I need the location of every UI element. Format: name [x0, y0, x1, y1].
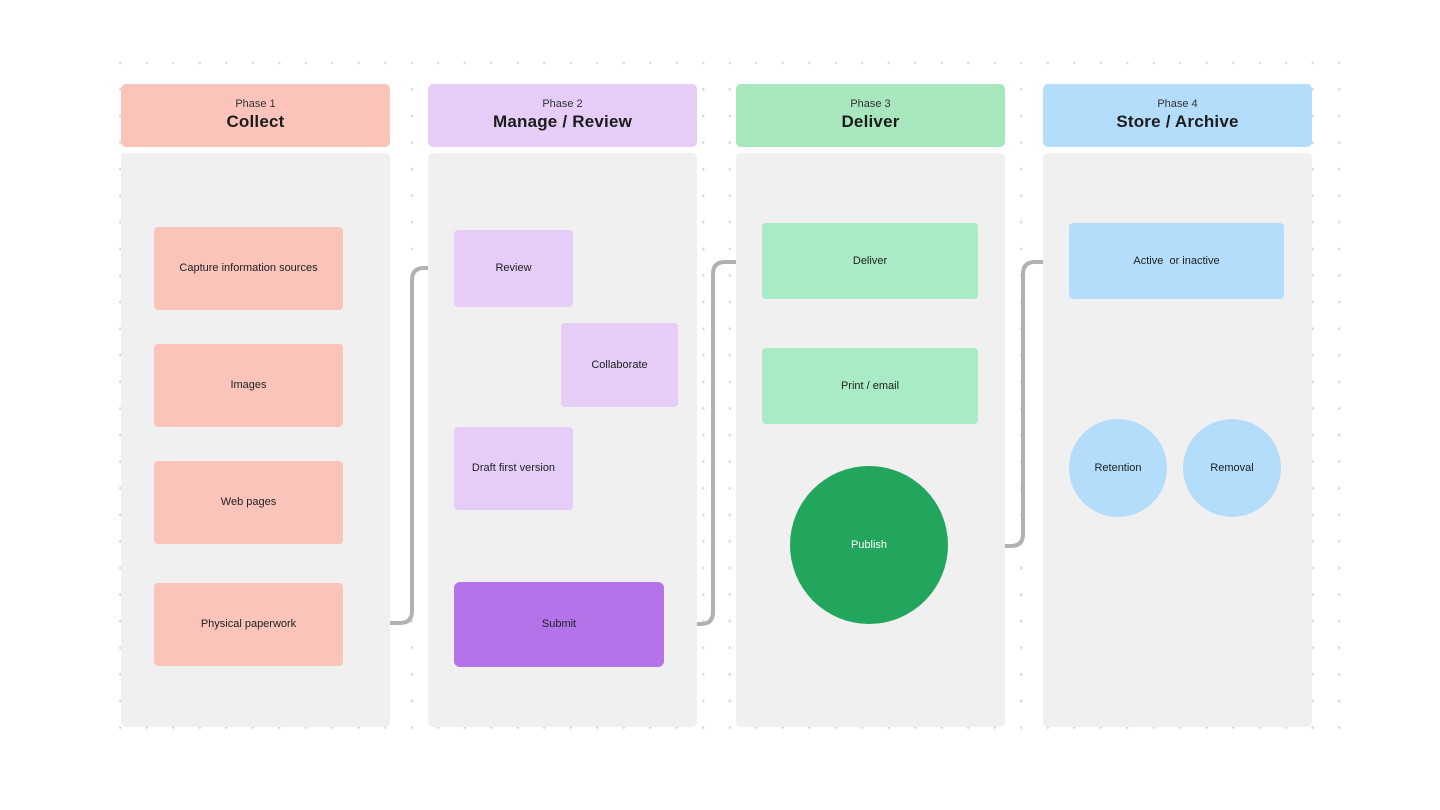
node-label: Images	[230, 379, 267, 392]
node-label: Submit	[541, 618, 577, 631]
node-label: Draft first version	[471, 462, 556, 475]
node-active-or-inactive[interactable]: Active or inactive	[1069, 223, 1284, 299]
phase-3-header[interactable]: Phase 3 Deliver	[736, 84, 1005, 147]
node-label: Collaborate	[591, 358, 648, 371]
node-label: Retention	[1094, 461, 1142, 474]
node-retention[interactable]: Retention	[1069, 419, 1167, 517]
node-label: Removal	[1210, 461, 1254, 474]
node-label: Deliver	[852, 254, 888, 267]
node-collaborate[interactable]: Collaborate	[561, 323, 678, 407]
node-removal[interactable]: Removal	[1183, 419, 1281, 517]
node-deliver[interactable]: Deliver	[762, 223, 978, 299]
node-images[interactable]: Images	[154, 344, 343, 427]
node-label: Print / email	[840, 379, 900, 392]
phase-4-header[interactable]: Phase 4 Store / Archive	[1043, 84, 1312, 147]
node-label: Physical paperwork	[200, 618, 297, 631]
node-print-email[interactable]: Print / email	[762, 348, 978, 424]
node-capture-information-sources[interactable]: Capture information sources	[154, 227, 343, 310]
phase-1-title: Collect	[226, 112, 285, 132]
phase-2-title: Manage / Review	[492, 112, 633, 132]
node-review[interactable]: Review	[454, 230, 573, 307]
phase-4-label: Phase 4	[1157, 98, 1198, 111]
node-label: Review	[495, 262, 532, 275]
phase-2-header[interactable]: Phase 2 Manage / Review	[428, 84, 697, 147]
phase-2-label: Phase 2	[542, 98, 583, 111]
node-publish[interactable]: Publish	[790, 466, 948, 624]
phase-1-label: Phase 1	[235, 98, 276, 111]
node-web-pages[interactable]: Web pages	[154, 461, 343, 544]
phase-4-title: Store / Archive	[1116, 112, 1239, 132]
node-label: Active or inactive	[1133, 254, 1220, 267]
node-label: Publish	[850, 538, 888, 551]
phase-3-label: Phase 3	[850, 98, 891, 111]
phase-1-header[interactable]: Phase 1 Collect	[121, 84, 390, 147]
node-label: Capture information sources	[179, 262, 318, 275]
node-physical-paperwork[interactable]: Physical paperwork	[154, 583, 343, 666]
node-submit[interactable]: Submit	[454, 582, 664, 667]
node-draft-first-version[interactable]: Draft first version	[454, 427, 573, 510]
node-label: Web pages	[220, 496, 277, 509]
phase-3-title: Deliver	[841, 112, 900, 132]
